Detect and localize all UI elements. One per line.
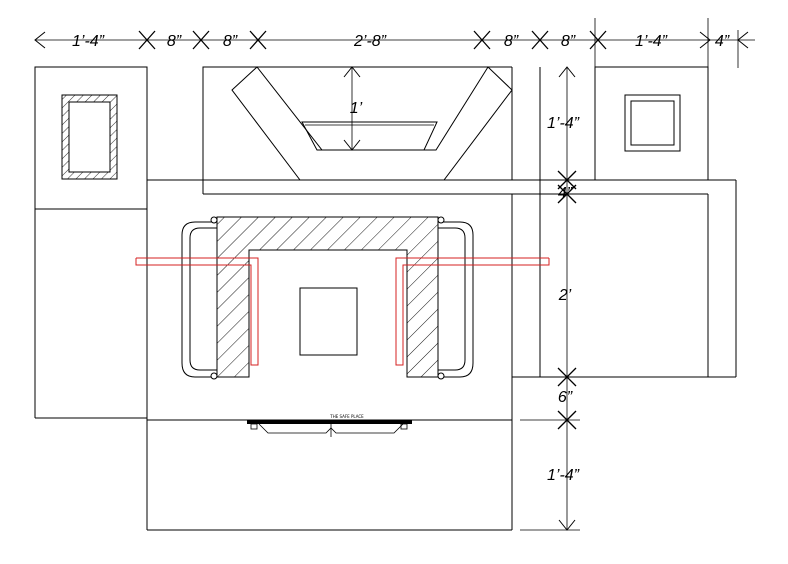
dim-label: 1’ — [350, 100, 363, 117]
dim-label: 2’-8” — [353, 33, 387, 50]
dim-label: 1’-4” — [635, 33, 668, 50]
fireplace-surround — [216, 216, 439, 378]
arrow-up-icon — [343, 66, 361, 78]
arrow-left-icon — [34, 31, 46, 49]
arrow-right-icon — [699, 31, 711, 49]
right-dimension-line: 1’-4” 4” 2’ 6” 1’-4” — [520, 66, 580, 531]
arrow-up-icon — [558, 66, 576, 78]
dim-label: 1’-4” — [547, 467, 580, 484]
right-tower — [594, 66, 709, 181]
right-bracket — [437, 216, 474, 380]
dim-label: 4” — [558, 185, 573, 202]
dim-label: 2’ — [558, 287, 572, 304]
dim-label: 8” — [504, 33, 519, 50]
dim-label: 1’-4” — [72, 33, 105, 50]
fixture-label: THE SAFE PLACE — [329, 414, 364, 419]
dim-label: 8” — [561, 33, 576, 50]
dim-label: 6” — [558, 389, 573, 406]
left-window-frame — [61, 94, 118, 180]
dim-label: 1’-4” — [547, 115, 580, 132]
right-window-frame — [624, 94, 681, 152]
firebox-opening — [299, 287, 358, 356]
inner-dimension: 1’ — [343, 66, 363, 151]
dim-label: 8” — [167, 33, 182, 50]
bottom-fixture: THE SAFE PLACE — [247, 414, 412, 437]
left-tower — [34, 66, 148, 419]
red-duct-left — [135, 257, 259, 366]
top-dimension-line: 1’-4” 8” 8” 2’-8” 8” 8” 1’-4” 4” — [34, 18, 755, 68]
center-back-unit — [202, 66, 513, 194]
arrow-down-icon — [343, 139, 361, 151]
red-duct-right — [395, 257, 550, 366]
left-bracket — [181, 216, 218, 380]
dim-label: 8” — [223, 33, 238, 50]
dimension-ticks — [138, 30, 607, 50]
dim-label: 4” — [715, 33, 730, 50]
